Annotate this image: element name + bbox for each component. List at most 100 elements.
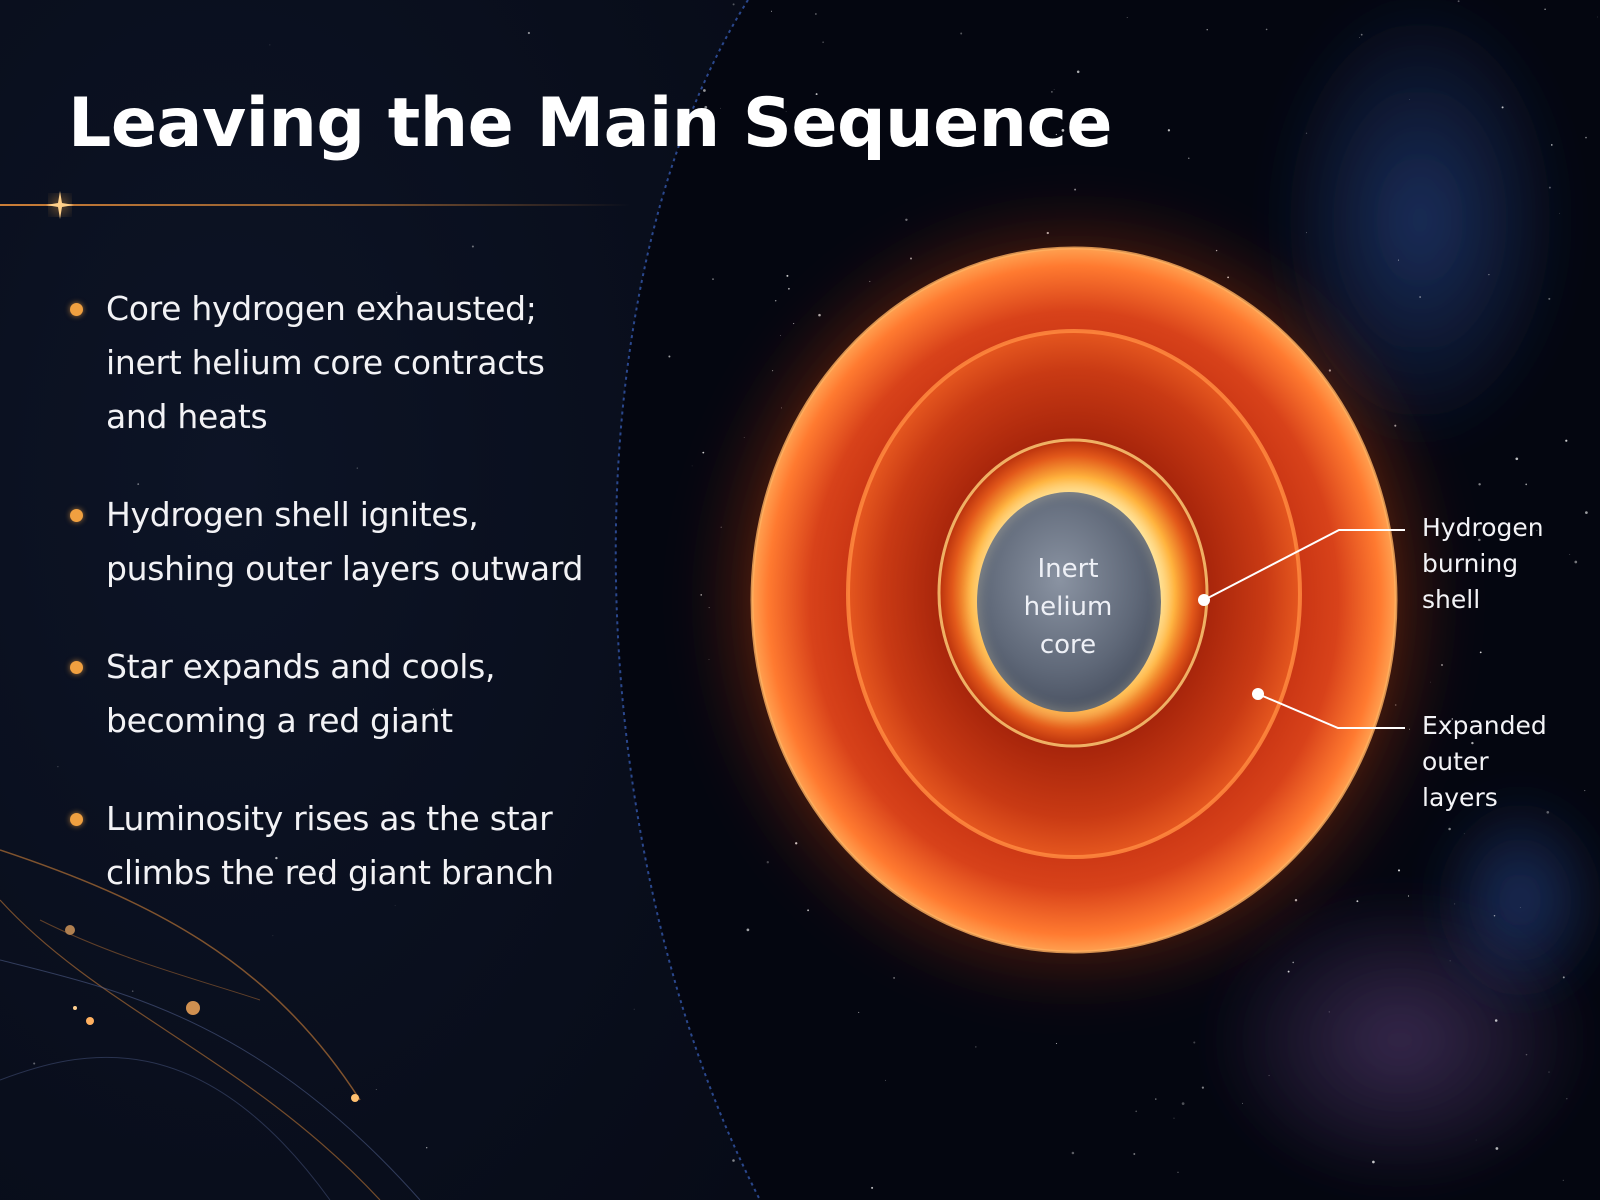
star-dot bbox=[1463, 833, 1465, 835]
star-dot bbox=[1585, 136, 1587, 139]
star-dot bbox=[1201, 1086, 1204, 1089]
star-dot bbox=[1397, 869, 1401, 872]
bullet-item: Core hydrogen exhausted; inert helium co… bbox=[70, 282, 630, 444]
star-dot bbox=[1495, 1147, 1499, 1150]
outer-label-line: Expanded bbox=[1422, 711, 1547, 740]
star-dot bbox=[1488, 273, 1490, 276]
star-dot bbox=[757, 110, 760, 112]
star-dot bbox=[1449, 960, 1451, 962]
star-dot bbox=[1490, 797, 1492, 799]
inert-helium-core bbox=[977, 492, 1161, 712]
star-dot bbox=[732, 1159, 735, 1162]
star-dot bbox=[1546, 810, 1550, 814]
star-dot bbox=[33, 1062, 36, 1065]
star-dot bbox=[712, 278, 714, 280]
star-dot bbox=[1551, 144, 1553, 146]
star-dot bbox=[432, 708, 434, 710]
star-dot bbox=[248, 717, 249, 719]
star-dot bbox=[1007, 109, 1010, 111]
star-dot bbox=[394, 905, 396, 906]
star-dot bbox=[704, 105, 708, 109]
bullet-line: pushing outer layers outward bbox=[106, 549, 584, 588]
star-dot bbox=[1181, 1102, 1185, 1105]
star-dot bbox=[1519, 906, 1521, 908]
star-dot bbox=[658, 102, 660, 104]
star-dot bbox=[1173, 1117, 1175, 1119]
core-label: Inert helium core bbox=[978, 550, 1158, 664]
star-dot bbox=[1478, 483, 1481, 486]
star-dot bbox=[785, 111, 787, 112]
star-dot bbox=[321, 872, 324, 875]
star-dot bbox=[527, 31, 531, 35]
star-dot bbox=[703, 89, 706, 92]
star-dot bbox=[1268, 1074, 1270, 1077]
star-dot bbox=[960, 32, 963, 35]
star-dot bbox=[1515, 457, 1519, 461]
star-dot bbox=[746, 928, 750, 932]
star-dot bbox=[1265, 28, 1268, 31]
left-panel bbox=[0, 0, 760, 1200]
star-dot bbox=[1409, 99, 1411, 100]
star-dot bbox=[1071, 1151, 1075, 1155]
star-dot bbox=[57, 766, 59, 768]
star-dot bbox=[1188, 157, 1190, 159]
star-dot bbox=[732, 3, 735, 6]
bullet-line: becoming a red giant bbox=[106, 701, 453, 740]
star-dot bbox=[131, 990, 134, 992]
star-dot bbox=[1419, 296, 1421, 298]
star-dot bbox=[905, 218, 908, 222]
star-dot bbox=[426, 1147, 428, 1149]
bullet-line: Luminosity rises as the star bbox=[106, 799, 553, 838]
star-dot bbox=[1055, 1042, 1058, 1045]
bullet-dot-icon bbox=[70, 509, 83, 522]
star-dot bbox=[1359, 37, 1360, 38]
star-dot bbox=[1479, 651, 1482, 654]
star-dot bbox=[1193, 1041, 1196, 1044]
star-dot bbox=[1055, 133, 1058, 136]
star-dot bbox=[702, 451, 705, 454]
star-dot bbox=[858, 1011, 860, 1013]
star-dot bbox=[1574, 560, 1578, 564]
bullet-dot-icon bbox=[70, 303, 83, 316]
star-dot bbox=[1457, 0, 1460, 3]
star-dot bbox=[1360, 33, 1363, 36]
star-dot bbox=[356, 467, 358, 469]
outer-marker-dot bbox=[1252, 688, 1264, 700]
shell-label: Hydrogen burning shell bbox=[1422, 510, 1544, 618]
bullet-item: Star expands and cools, becoming a red g… bbox=[70, 640, 630, 748]
star-dot bbox=[771, 10, 772, 12]
star-dot bbox=[1584, 790, 1586, 792]
bullet-dot-icon bbox=[70, 813, 83, 826]
star-dot bbox=[1501, 106, 1504, 109]
sparkle-icon bbox=[46, 191, 74, 219]
star-dot bbox=[1305, 132, 1308, 134]
panel-edge-line bbox=[614, 0, 761, 1200]
star-dot bbox=[815, 93, 818, 96]
star-dot bbox=[412, 827, 415, 830]
star-dot bbox=[1454, 903, 1456, 905]
star-dot bbox=[1548, 297, 1551, 300]
bullet-line: and heats bbox=[106, 397, 268, 436]
star-dot bbox=[1328, 1011, 1330, 1013]
core-label-line: Inert bbox=[1037, 554, 1099, 584]
star-dot bbox=[1548, 186, 1551, 189]
star-dot bbox=[1242, 1102, 1243, 1104]
outer-label-line: outer bbox=[1422, 747, 1489, 776]
star-dot bbox=[1536, 530, 1538, 532]
bullet-list: Core hydrogen exhausted; inert helium co… bbox=[70, 282, 630, 944]
outer-layers-label: Expanded outer layers bbox=[1422, 708, 1547, 816]
star-dot bbox=[691, 465, 693, 467]
star-dot bbox=[807, 909, 810, 912]
core-label-line: core bbox=[1039, 630, 1097, 660]
shell-marker-dot bbox=[1198, 594, 1210, 606]
star-dot bbox=[668, 355, 671, 358]
star-dot bbox=[1133, 1153, 1136, 1155]
star-dot bbox=[1562, 1179, 1564, 1181]
star-dot bbox=[774, 300, 777, 302]
outer-leader-line bbox=[1257, 693, 1405, 729]
star-dot bbox=[1356, 900, 1359, 903]
star-dot bbox=[1126, 17, 1128, 18]
shell-label-line: shell bbox=[1422, 585, 1481, 614]
star-dot bbox=[1167, 129, 1171, 132]
